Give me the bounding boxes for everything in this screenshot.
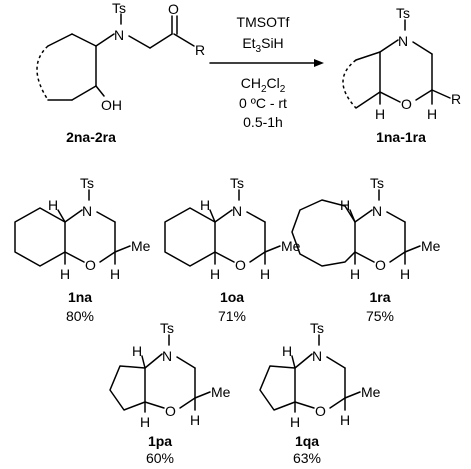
tosyl-label: Ts (80, 175, 94, 191)
compound-yield: 75% (366, 308, 394, 324)
carbonyl-oxygen-label: O (168, 1, 179, 17)
nitrogen-label: N (162, 348, 172, 364)
reaction-time: 0.5-1h (243, 114, 283, 130)
compound-label: 1ra (369, 289, 390, 305)
hydrogen-label: H (340, 197, 350, 213)
nitrogen-label: N (372, 203, 382, 219)
hydrogen-label: H (400, 266, 410, 282)
hydrogen-label: H (210, 266, 220, 282)
hydrogen-label: H (282, 343, 292, 359)
ring-oxygen-label: O (165, 403, 176, 419)
tosyl-label: Ts (310, 320, 324, 336)
hydrogen-label: H (375, 106, 385, 122)
hydrogen-label: H (200, 197, 210, 213)
compound-label: 1pa (148, 433, 172, 449)
tosyl-label: Ts (160, 320, 174, 336)
nitrogen-label: N (114, 27, 124, 43)
compound-1na-structure: N Ts O H H H Me (14, 175, 151, 282)
compound-label: 1qa (295, 433, 319, 449)
tosyl-label: Ts (230, 175, 244, 191)
compound-1qa-structure: N Ts O H H H Me (259, 320, 381, 430)
hydrogen-label: H (132, 343, 142, 359)
compound-yield: 60% (146, 450, 174, 464)
reaction-conditions: TMSOTf Et3SiH CH2Cl2 0 ºC - rt 0.5-1h (209, 14, 324, 130)
compound-1oa-structure: N Ts O H H H Me (164, 175, 301, 282)
reaction-arrow-head (314, 59, 324, 67)
methyl-label: Me (421, 238, 441, 254)
compound-1pa-structure: N Ts O H H H Me (109, 320, 231, 430)
hydrogen-label: H (260, 266, 270, 282)
hydrogen-label: H (340, 412, 350, 428)
temperature: 0 ºC - rt (239, 95, 287, 111)
compound-yield: 63% (293, 450, 321, 464)
hydrogen-label: H (48, 197, 58, 213)
methyl-label: Me (361, 384, 381, 400)
r-group-label: R (451, 91, 461, 107)
compound-label: 1oa (220, 289, 244, 305)
compound-1ra-structure: N Ts O H H H Me (291, 175, 441, 282)
hydrogen-label: H (350, 266, 360, 282)
r-group-label: R (195, 42, 205, 58)
hydrogen-label: H (60, 266, 70, 282)
tosyl-label: Ts (112, 0, 126, 16)
ring-oxygen-label: O (375, 257, 386, 273)
product-structure: N Ts O H H R (342, 5, 461, 122)
hydrogen-label: H (110, 266, 120, 282)
hydrogen-label: H (190, 412, 200, 428)
nitrogen-label: N (312, 348, 322, 364)
tosyl-label: Ts (370, 175, 384, 191)
variable-ring-arc (342, 59, 357, 109)
hydroxyl-label: OH (101, 97, 122, 113)
ring-oxygen-label: O (401, 96, 412, 112)
compound-yield: 71% (218, 308, 246, 324)
hydrogen-label: H (290, 414, 300, 430)
reagent-et3sih: Et3SiH (242, 35, 283, 55)
variable-ring-arc (36, 45, 49, 101)
hydrogen-label: H (427, 106, 437, 122)
ring-oxygen-label: O (235, 257, 246, 273)
compound-label: 1na (68, 289, 92, 305)
reagent-tmsotf: TMSOTf (237, 14, 290, 30)
compound-yield: 80% (66, 308, 94, 324)
solvent: CH2Cl2 (241, 75, 286, 95)
reactant-structure: OH N Ts O R (36, 0, 205, 113)
nitrogen-label: N (398, 33, 408, 49)
reactant-label: 2na-2ra (66, 129, 116, 145)
product-label: 1na-1ra (376, 129, 426, 145)
methyl-label: Me (131, 238, 151, 254)
nitrogen-label: N (82, 203, 92, 219)
ring-oxygen-label: O (85, 257, 96, 273)
hydrogen-label: H (140, 414, 150, 430)
nitrogen-label: N (232, 203, 242, 219)
tosyl-label: Ts (396, 5, 410, 21)
ring-oxygen-label: O (315, 403, 326, 419)
methyl-label: Me (211, 384, 231, 400)
